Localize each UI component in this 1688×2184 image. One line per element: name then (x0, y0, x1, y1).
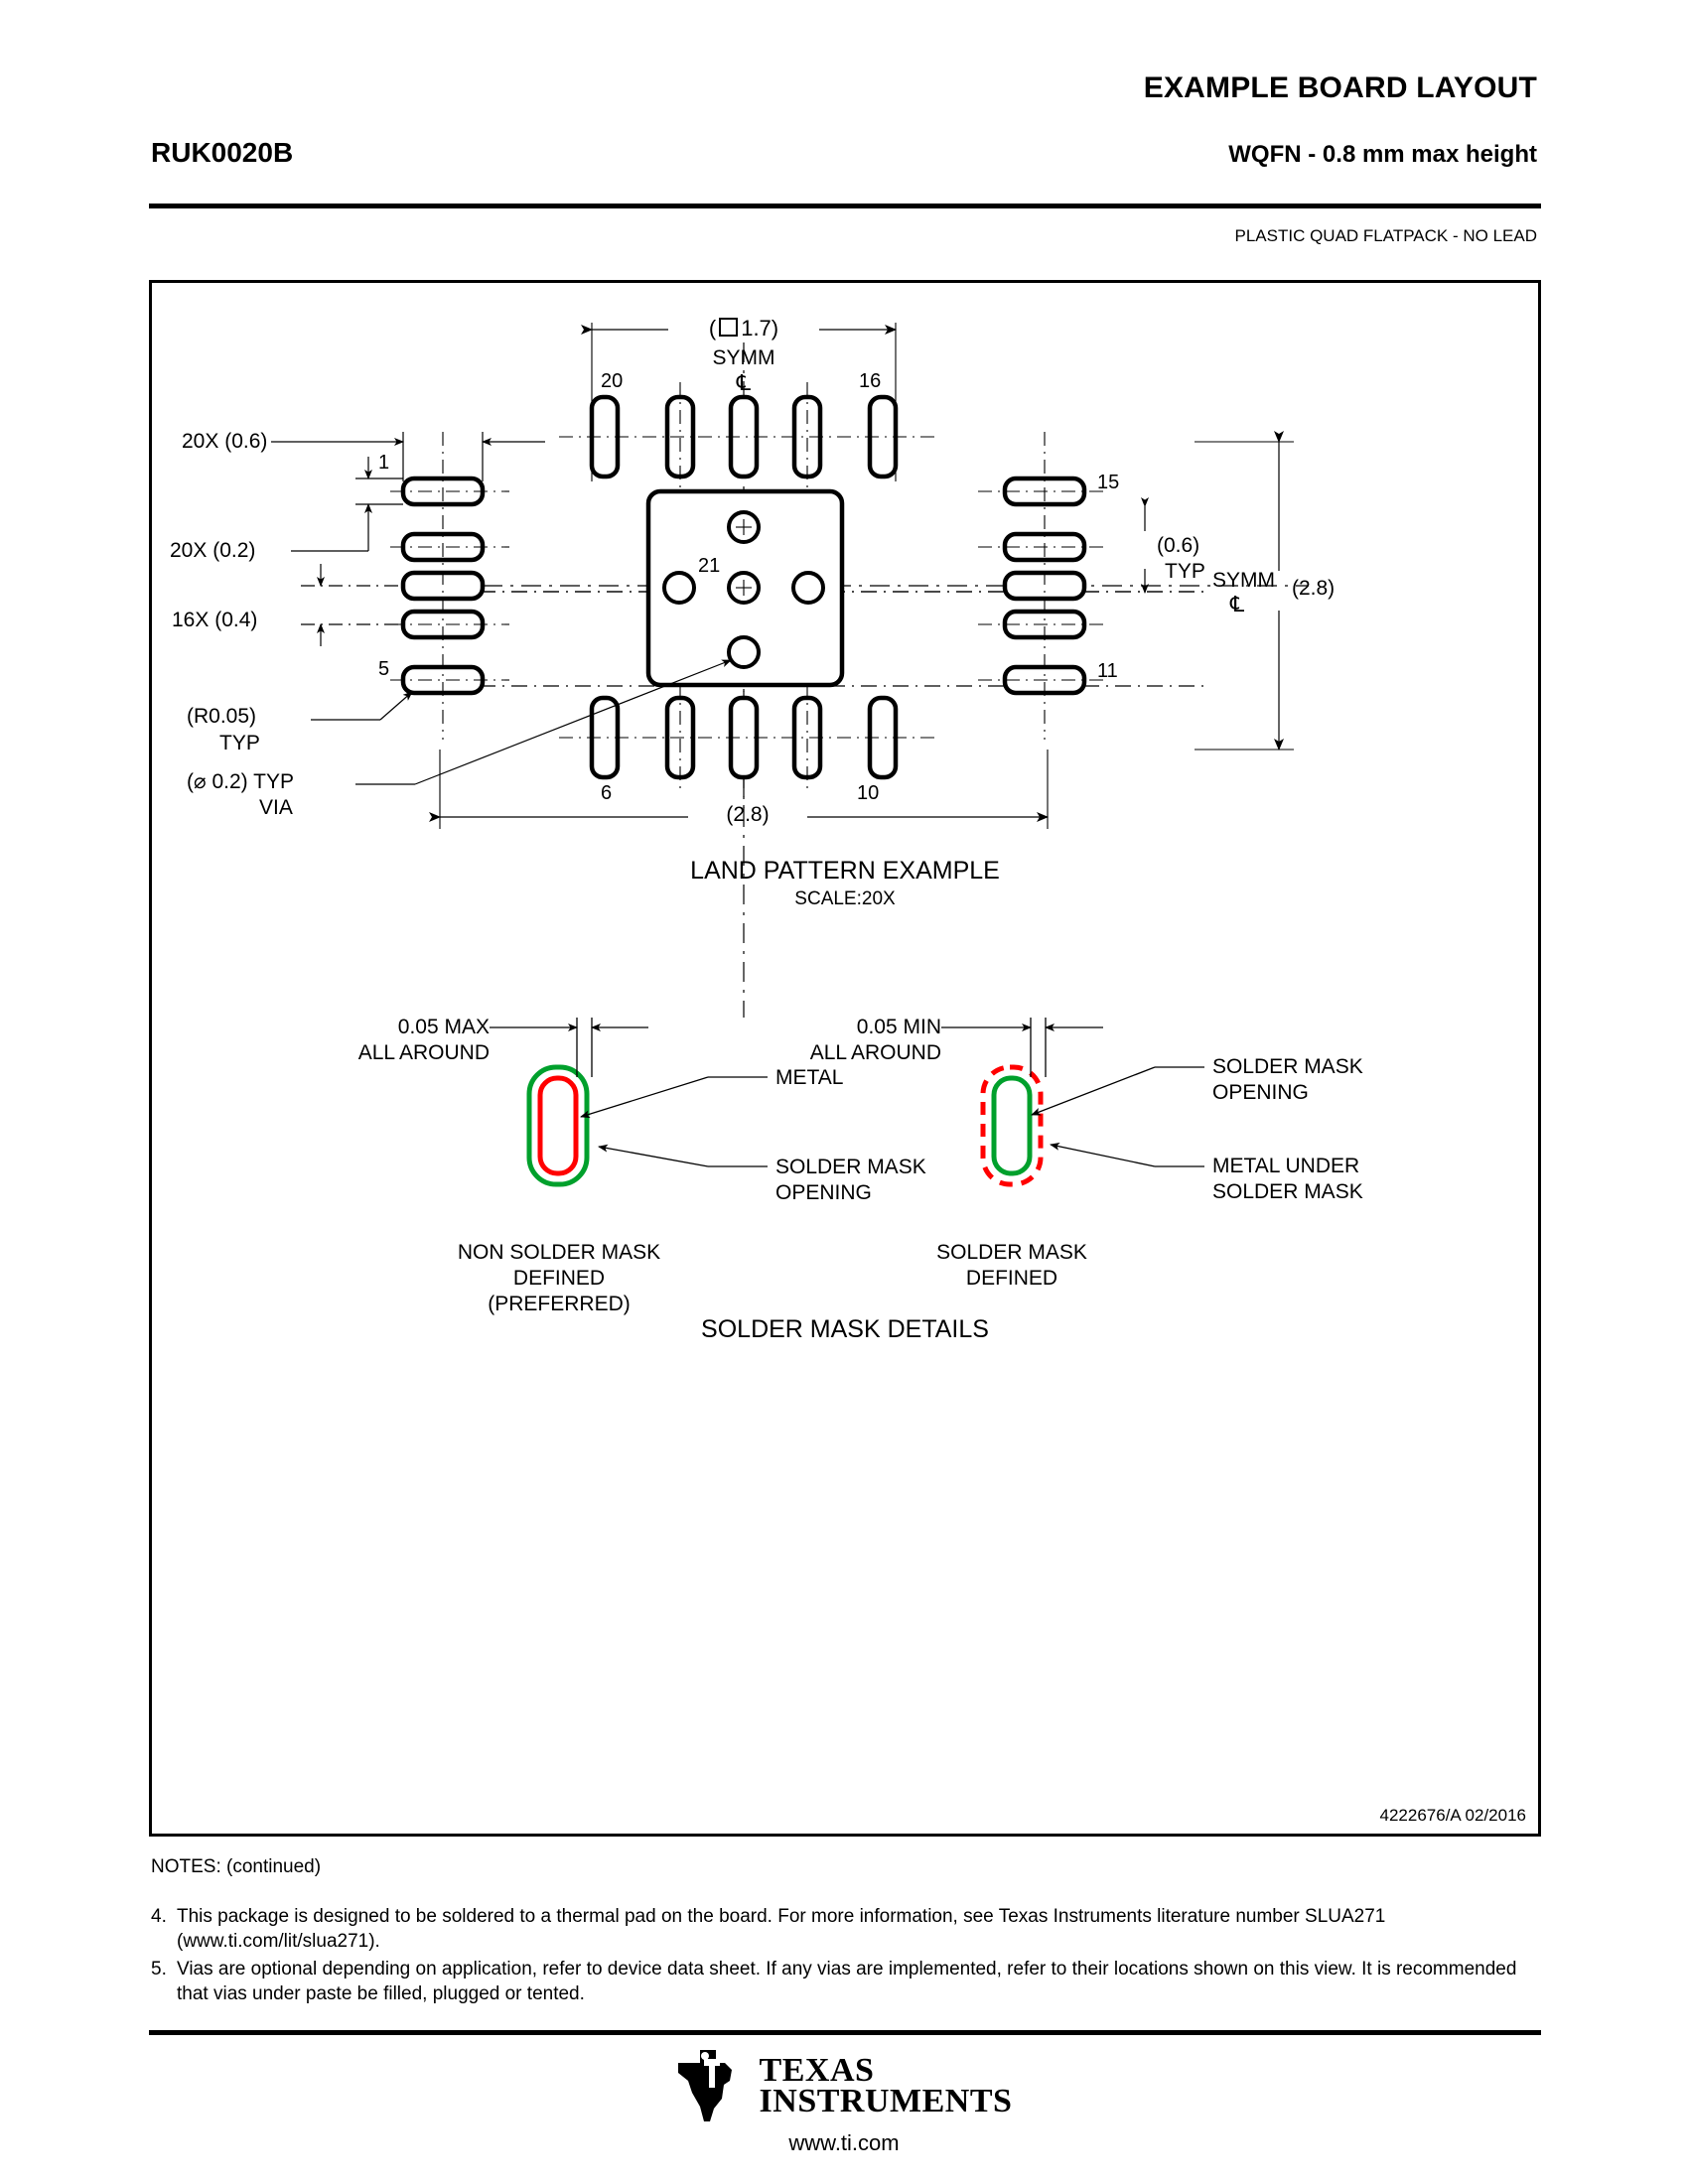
pin-label-5: 5 (378, 658, 390, 680)
left-mask-caption-1: NON SOLDER MASK (457, 1241, 661, 1264)
symm-symbol-top: ℄ (736, 370, 752, 395)
right-mask-callout-metal-1: METAL UNDER (1212, 1155, 1360, 1177)
ti-logo: TEXAS INSTRUMENTS www.ti.com (0, 2047, 1688, 2156)
note-item: 4. This package is designed to be solder… (151, 1904, 1541, 1955)
note-number: 4. (151, 1906, 167, 1927)
pin-label-11: 11 (1097, 660, 1118, 682)
page-title: EXAMPLE BOARD LAYOUT (1143, 71, 1537, 104)
dim-edge-gap-typ: TYP (1165, 560, 1205, 583)
brand-texas: TEXAS (759, 2051, 875, 2089)
texas-map-icon (677, 2050, 732, 2121)
pin-label-10: 10 (857, 782, 880, 804)
brand-instruments: INSTRUMENTS (759, 2083, 1013, 2119)
symm-symbol-right: ℄ (1230, 592, 1245, 616)
left-mask-callout-opening-2: OPENING (775, 1181, 872, 1204)
land-pattern-title: LAND PATTERN EXAMPLE (690, 857, 1000, 885)
ti-url[interactable]: www.ti.com (788, 2130, 900, 2155)
dim-2-8-right: (2.8) (1292, 577, 1336, 600)
package-name: WQFN - 0.8 mm max height (1228, 141, 1537, 168)
thermal-pad-label-21: 21 (698, 555, 721, 577)
footer-divider (149, 2030, 1541, 2035)
dim-edge-gap: (0.6) (1157, 534, 1200, 557)
pin-label-1: 1 (378, 452, 390, 474)
note-number: 5. (151, 1958, 167, 1979)
dim-via-diameter: (⌀ 0.2) TYP (187, 770, 294, 793)
left-mask-caption-3: (PREFERRED) (488, 1293, 631, 1315)
dim-1-7-value: 1.7 (741, 316, 772, 341)
header-divider (149, 204, 1541, 208)
dim-1-7: (1.7) (708, 316, 779, 341)
left-mask-callout-opening-1: SOLDER MASK (775, 1156, 926, 1178)
right-mask-callout-opening-1: SOLDER MASK (1212, 1055, 1363, 1078)
pin-label-20: 20 (601, 370, 624, 392)
note-item: 5. Vias are optional depending on applic… (151, 1957, 1541, 2007)
drawing-frame: (1.7) SYMM ℄ 20 16 6 10 1 5 15 11 21 20X… (149, 280, 1541, 1837)
right-mask-callout-opening-2: OPENING (1212, 1081, 1309, 1104)
left-mask-dim-line1: 0.05 MAX (397, 1016, 490, 1038)
dim-pad-width: 20X (0.2) (170, 539, 256, 562)
drawing-number: 4222676/A 02/2016 (1379, 1806, 1526, 1825)
package-subtitle: PLASTIC QUAD FLATPACK - NO LEAD (1234, 226, 1538, 245)
right-mask-dim-line1: 0.05 MIN (856, 1016, 941, 1038)
dim-corner-radius: (R0.05) (187, 705, 257, 728)
left-mask-callout-metal: METAL (775, 1066, 844, 1089)
drawing-canvas (271, 323, 1309, 1187)
left-mask-dim-line2: ALL AROUND (357, 1041, 490, 1064)
notes-section: NOTES: (continued) 4. This package is de… (151, 1856, 1541, 2008)
right-mask-callout-metal-2: SOLDER MASK (1212, 1180, 1363, 1203)
left-mask-caption-2: DEFINED (512, 1267, 606, 1290)
land-pattern-scale: SCALE:20X (794, 888, 896, 909)
symm-label-top: SYMM (712, 346, 775, 369)
dim-pad-length: 20X (0.6) (182, 430, 268, 453)
dim-pitch: 16X (0.4) (172, 609, 258, 631)
dim-corner-radius-typ: TYP (219, 732, 260, 754)
right-mask-dim-line2: ALL AROUND (809, 1041, 941, 1064)
symm-label-right: SYMM (1212, 569, 1275, 592)
part-number: RUK0020B (151, 137, 294, 168)
pin-label-16: 16 (859, 370, 882, 392)
dim-2-8-bottom: (2.8) (726, 803, 770, 826)
note-text: Vias are optional depending on applicati… (177, 1958, 1517, 2004)
dim-via-label: VIA (259, 796, 293, 819)
note-text: This package is designed to be soldered … (177, 1906, 1386, 1953)
right-mask-caption-2: DEFINED (965, 1267, 1058, 1290)
solder-mask-details-title: SOLDER MASK DETAILS (701, 1315, 989, 1343)
notes-title: NOTES: (continued) (151, 1856, 322, 1877)
pin-label-15: 15 (1097, 472, 1120, 493)
pin-label-6: 6 (601, 782, 613, 804)
square-symbol-icon (719, 318, 739, 337)
right-mask-caption-1: SOLDER MASK (936, 1241, 1087, 1264)
